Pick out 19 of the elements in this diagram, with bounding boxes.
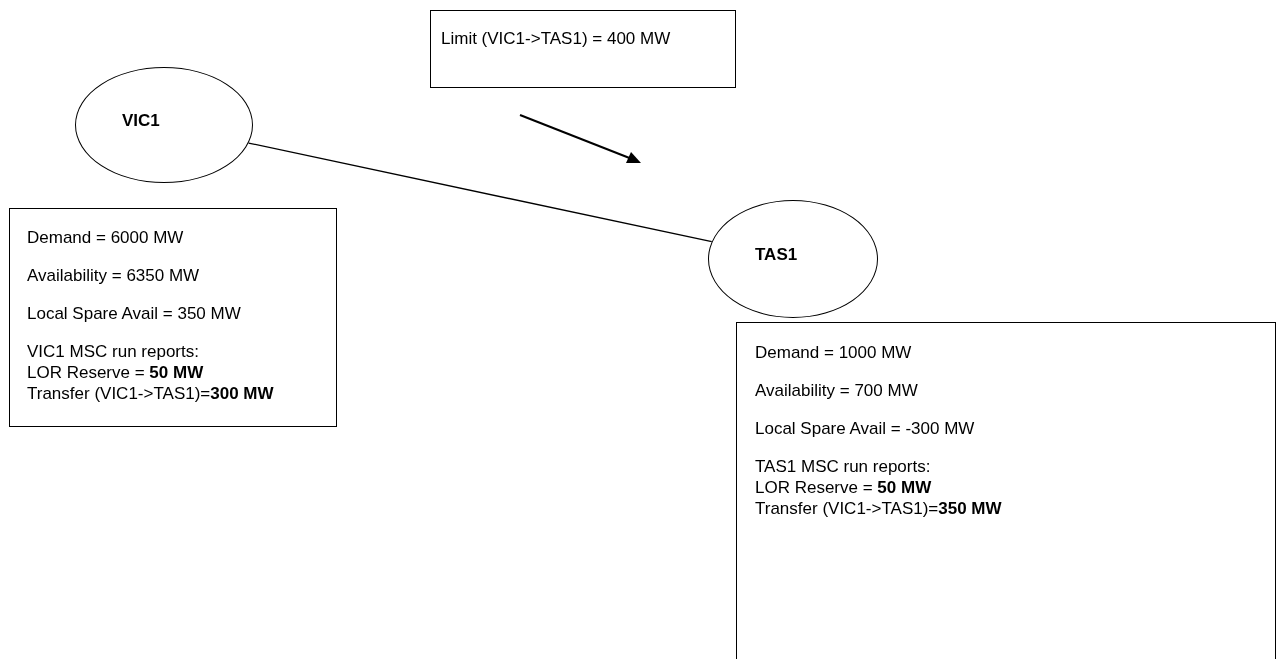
- node-text: TAS1: [755, 243, 799, 265]
- connector-line: [247, 142, 713, 243]
- node-text: Transfer (VIC1->TAS1)=350 MW: [755, 498, 1003, 519]
- node-text: VIC1: [122, 109, 161, 131]
- node-text: Availability = 700 MW: [755, 380, 919, 401]
- node-text: Limit (VIC1->TAS1) = 400 MW: [441, 28, 672, 49]
- region-info-box: [9, 208, 337, 427]
- node-text: Local Spare Avail = 350 MW: [27, 303, 242, 324]
- region-info-box: [736, 322, 1276, 659]
- node-text: VIC1 MSC run reports:: [27, 341, 200, 362]
- node-text: LOR Reserve = 50 MW: [755, 477, 933, 498]
- node-text: Local Spare Avail = -300 MW: [755, 418, 976, 439]
- node-text: LOR Reserve = 50 MW: [27, 362, 205, 383]
- node-text: TAS1 MSC run reports:: [755, 456, 932, 477]
- node-text: Availability = 6350 MW: [27, 265, 201, 286]
- limit-box: [430, 10, 736, 88]
- node-text: Demand = 1000 MW: [755, 342, 913, 363]
- node-text: Transfer (VIC1->TAS1)=300 MW: [27, 383, 275, 404]
- node-text: Demand = 6000 MW: [27, 227, 185, 248]
